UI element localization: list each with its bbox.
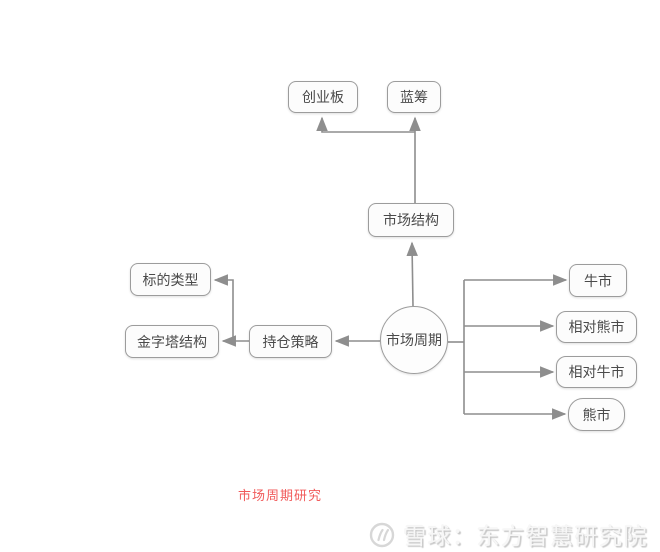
diagram-caption: 市场周期研究 [238,488,323,503]
node-chuangyeban: 创业板 [288,81,358,113]
node-biaodi-leixing: 标的类型 [130,263,211,296]
xueqiu-snowball-icon [369,522,395,548]
node-xiangdui-xiongshi: 相对熊市 [556,311,637,343]
node-niushi: 牛市 [569,264,627,297]
node-xiangdui-niushi: 相对牛市 [556,356,637,388]
node-chicang-celue: 持仓策略 [249,325,332,358]
watermark: 雪球：东方智慧研究院 [368,517,648,551]
watermark-text: 雪球：东方智慧研究院 [403,523,648,549]
node-xiongshi: 熊市 [568,398,625,431]
node-lanchou: 蓝筹 [387,81,441,113]
node-shichang-jiegou: 市场结构 [368,203,454,237]
node-jinzita-jiegou: 金字塔结构 [125,325,219,358]
node-shichang-zhouqi-center: 市场周期 [380,306,448,374]
